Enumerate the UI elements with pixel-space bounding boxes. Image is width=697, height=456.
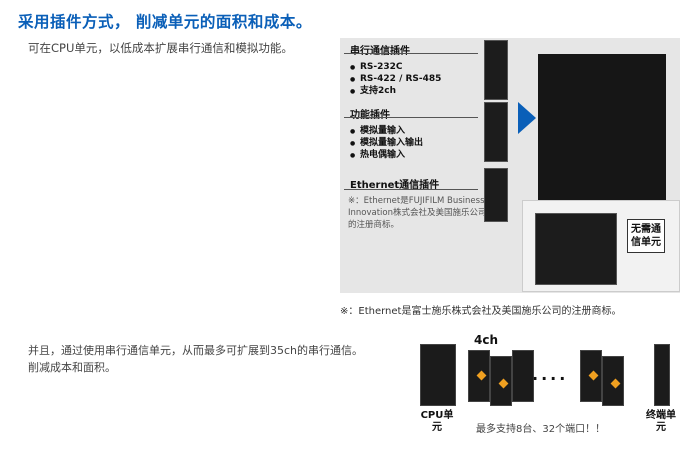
expansion-caption: 最多支持8台、32个端口！！: [476, 424, 606, 435]
function-item: 模拟量输入: [350, 125, 423, 138]
function-plugin-title: 功能插件: [350, 110, 390, 121]
terminal-unit-image: [654, 344, 670, 406]
function-plugin-group: 功能插件 模拟量输入 模拟量输入输出 热电偶输入: [350, 106, 423, 162]
expansion-paragraph: 并且，通过使用串行通信单元，从而最多可扩展到35ch的串行通信。 削减成本和面积…: [28, 342, 363, 376]
cpu-inset: 无需通信单元: [522, 200, 680, 292]
serial-plugin-image: [484, 40, 508, 100]
cpu-unit-image: [538, 54, 666, 204]
expansion-line-2: 削减成本和面积。: [28, 361, 116, 374]
cpu-unit-image: [420, 344, 456, 406]
serial-item: RS-422 / RS-485: [350, 73, 441, 86]
section-title: 采用插件方式， 削减单元的面积和成本。: [18, 13, 312, 31]
function-item: 模拟量输入输出: [350, 137, 423, 150]
ethernet-plugin-image: [484, 168, 508, 222]
section-subtitle: 可在CPU单元，以低成本扩展串行通信和模拟功能。: [28, 41, 293, 55]
serial-item: 支持2ch: [350, 85, 441, 98]
serial-plugin-title: 串行通信插件: [350, 46, 410, 57]
serial-item: RS-232C: [350, 61, 441, 74]
divider: [344, 189, 478, 190]
ch-label: 4ch: [474, 333, 499, 347]
cpu-unit-label: CPU单元: [420, 410, 454, 433]
plugin-figure: 串行通信插件 RS-232C RS-422 / RS-485 支持2ch 功能插…: [340, 38, 680, 293]
serial-plugin-group: 串行通信插件 RS-232C RS-422 / RS-485 支持2ch: [350, 42, 441, 98]
divider: [344, 53, 478, 54]
divider: [344, 117, 478, 118]
terminal-unit-label: 终端单元: [646, 410, 676, 433]
arrow-right-icon: [518, 102, 536, 134]
ethernet-note: ※：Ethernet是FUJIFILM Business Innovation株…: [348, 196, 487, 230]
cpu-unit-small-image: [535, 213, 617, 285]
ethernet-plugin-group: Ethernet通信插件: [350, 176, 439, 191]
function-plugin-image: [484, 102, 508, 162]
no-comm-unit-label: 无需通信单元: [627, 219, 665, 253]
ethernet-plugin-title: Ethernet通信插件: [350, 180, 440, 191]
function-item: 热电偶输入: [350, 149, 423, 162]
ellipsis: ····: [532, 369, 569, 388]
expansion-line-1: 并且，通过使用串行通信单元，从而最多可扩展到35ch的串行通信。: [28, 344, 364, 357]
serial-unit-image: [512, 350, 534, 402]
trademark-footnote: ※：Ethernet是富士施乐株式会社及美国施乐公司的注册商标。: [340, 306, 622, 317]
